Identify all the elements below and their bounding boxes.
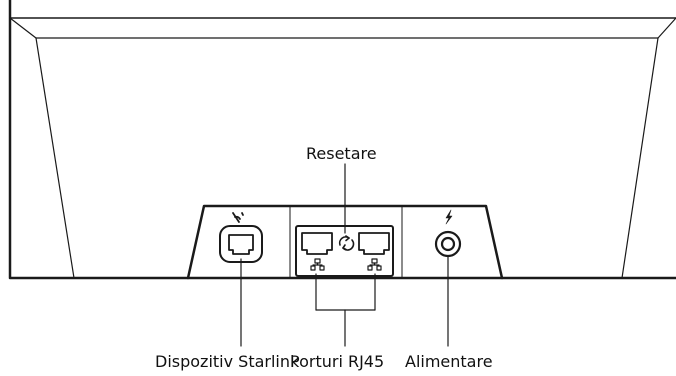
reset-arrows-icon (338, 235, 355, 251)
network-icon (310, 258, 325, 271)
lightning-bolt-icon (445, 209, 453, 225)
power-jack (434, 230, 462, 258)
leader-lines (240, 163, 449, 347)
rj45-ports-label: Porturi RJ45 (290, 352, 385, 371)
network-icon (367, 258, 382, 271)
rj45-ports-group (295, 225, 394, 277)
starlink-port-label: Dispozitiv Starlink (155, 352, 300, 371)
router-body (8, 0, 676, 280)
rj45-port-right (358, 232, 390, 255)
power-label: Alimentare (405, 352, 493, 371)
starlink-port (219, 225, 263, 263)
rj45-port-left (301, 232, 333, 255)
satellite-dish-icon (232, 212, 244, 223)
reset-label: Resetare (306, 144, 377, 163)
